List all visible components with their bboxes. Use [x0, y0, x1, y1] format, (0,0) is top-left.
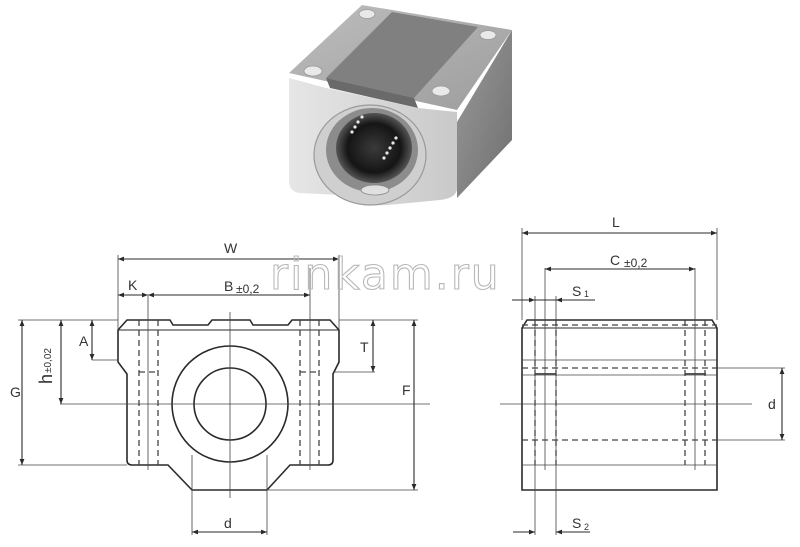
label-S1: S	[572, 283, 581, 299]
label-h: h	[36, 374, 56, 384]
label-C: C	[610, 252, 620, 268]
label-B-tolerance: ±0,2	[236, 282, 260, 296]
label-h-tolerance: ±0,02	[43, 348, 54, 373]
label-G: G	[10, 384, 21, 400]
label-A: A	[79, 333, 89, 349]
label-C-tolerance: ±0,2	[624, 256, 648, 270]
label-d-side: d	[768, 396, 776, 412]
label-T: T	[360, 339, 369, 355]
label-S2: S	[572, 515, 581, 531]
label-L: L	[612, 214, 620, 230]
front-view: W K B ±0,2 A G h ±0,02 T F d	[10, 240, 430, 535]
product-photo	[289, 5, 512, 206]
label-B: B	[224, 278, 233, 294]
label-K: K	[128, 277, 138, 293]
label-d-front: d	[224, 515, 232, 531]
side-view: L C ±0,2 S 1 S 2 d	[500, 214, 785, 535]
label-W: W	[224, 240, 238, 256]
label-S2-subscript: 2	[584, 522, 589, 532]
label-S1-subscript: 1	[584, 289, 589, 299]
label-F: F	[402, 382, 411, 398]
watermark-text: rinkam.ru	[270, 249, 501, 300]
